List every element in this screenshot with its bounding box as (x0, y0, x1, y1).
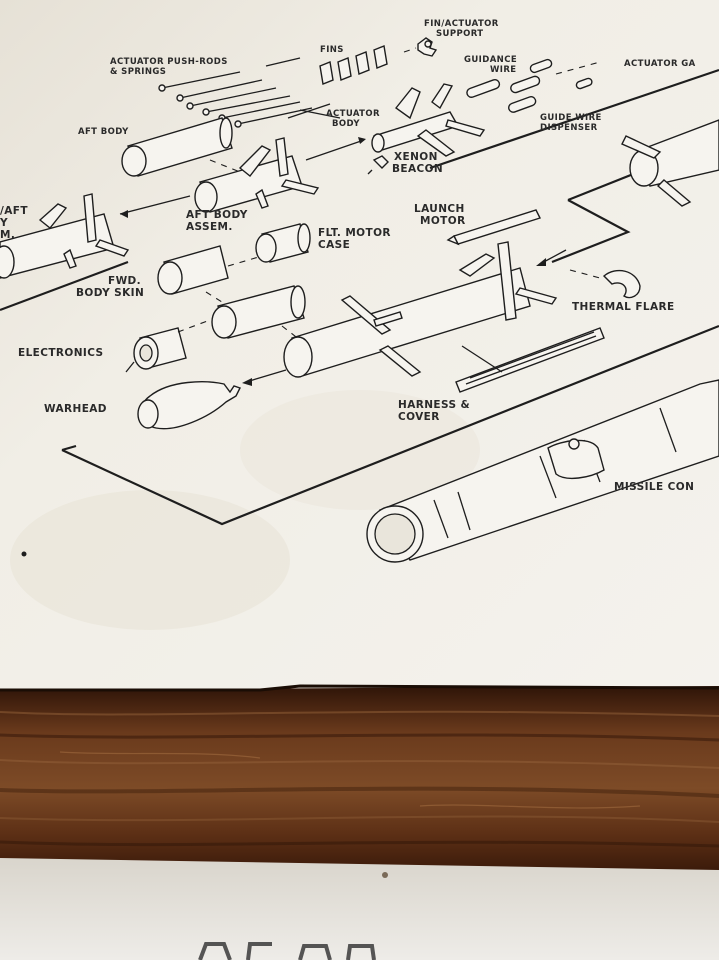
label-harness-cover-1: HARNESS & (398, 399, 470, 411)
main-missile-body-part (283, 241, 558, 378)
warhead-part (137, 381, 241, 430)
label-fwd-body-skin-2: BODY SKIN (76, 287, 144, 299)
label-aft-assem-partial-3: M. (0, 229, 15, 241)
label-warhead: WARHEAD (44, 403, 107, 415)
label-aft-assem-partial-2: Y (0, 217, 8, 229)
launch-motor-part (446, 209, 541, 246)
fins-part (319, 45, 388, 85)
label-fin-actuator-support-2: SUPPORT (436, 29, 483, 39)
missile-container-part (366, 379, 719, 563)
label-missile-container: MISSILE CON (614, 481, 694, 493)
label-actuator-push-rods-1: ACTUATOR PUSH-RODS (110, 57, 228, 67)
fin-actuator-support-part (417, 37, 438, 57)
label-aft-body: AFT BODY (78, 127, 129, 137)
label-xenon-beacon-1: XENON (394, 151, 438, 163)
label-actuator-push-rods-2: & SPRINGS (110, 67, 166, 77)
label-launch-motor-2: MOTOR (420, 215, 466, 227)
label-aft-body-assem-2: ASSEM. (186, 221, 233, 233)
label-guide-wire-dispenser-2: DISPENSER (540, 123, 598, 133)
guide-wire-dispenser-part (621, 119, 719, 207)
wood-table (0, 686, 719, 872)
label-fin-actuator-support-1: FIN/ACTUATOR (424, 19, 499, 29)
harness-cover-part (455, 327, 605, 393)
label-guidance-wire-2: WIRE (490, 65, 517, 75)
label-aft-assem-partial-1: /AFT (0, 205, 28, 217)
paper-stain (240, 390, 480, 510)
thermal-flare-part (602, 269, 641, 299)
aft-assembly-partial-part (0, 193, 130, 279)
label-actuator-ga: ACTUATOR GA (624, 59, 696, 69)
label-thermal-flare: THERMAL FLARE (572, 301, 675, 313)
label-guidance-wire-1: GUIDANCE (464, 55, 517, 65)
label-xenon-beacon-2: BEACON (392, 163, 443, 175)
electronics-part (125, 327, 187, 373)
fwd-body-skin-part (157, 245, 229, 295)
actuator-push-rods-part (158, 71, 313, 128)
label-guide-wire-dispenser-1: GUIDE WIRE (540, 113, 602, 123)
label-actuator-body-1: ACTUATOR (326, 109, 380, 119)
label-fwd-body-skin-1: FWD. (108, 275, 141, 287)
actuator-body-part (371, 83, 486, 157)
aft-body-part (121, 117, 233, 177)
label-fins: FINS (320, 45, 344, 55)
xenon-beacon-part (367, 155, 389, 175)
label-flt-motor-case-2: CASE (318, 239, 350, 251)
paper-stain (10, 490, 290, 630)
label-flt-motor-case-1: FLT. MOTOR (318, 227, 391, 239)
guidance-wire-part (466, 58, 593, 113)
label-aft-body-assem-1: AFT BODY (186, 209, 248, 221)
flt-motor-case-part (255, 223, 311, 263)
label-actuator-body-2: BODY (332, 119, 360, 129)
ink-dot (21, 551, 27, 557)
paper-edge-shadow (0, 684, 719, 692)
lower-sheet (0, 858, 719, 960)
label-electronics: ELECTRONICS (18, 347, 103, 359)
motor-section-part (211, 285, 306, 339)
label-launch-motor-1: LAUNCH (414, 203, 465, 215)
aft-body-assembly-part (194, 137, 320, 213)
label-harness-cover-2: COVER (398, 411, 440, 423)
